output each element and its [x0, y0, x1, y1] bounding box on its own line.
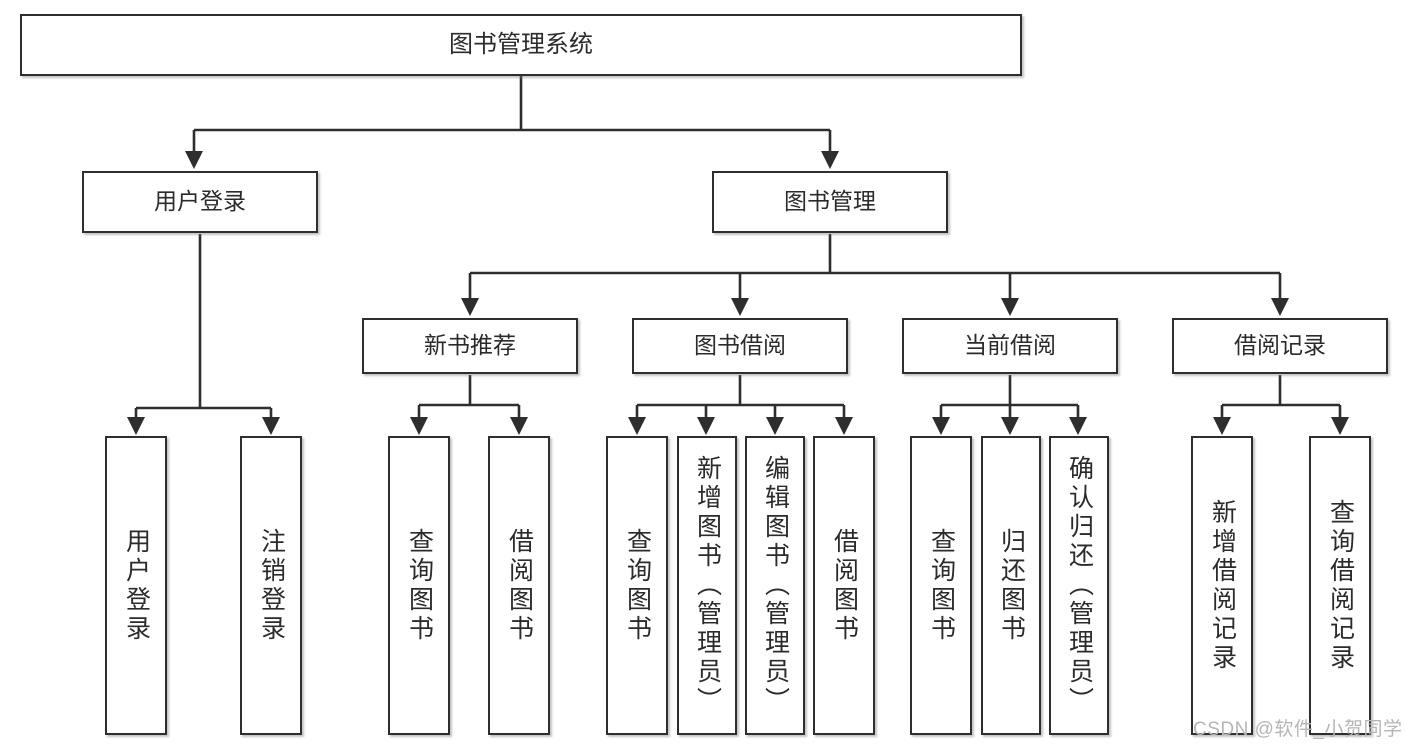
leaf-add-record-label: 新增借阅记录 — [1208, 498, 1237, 673]
leaf-confirm-return-label: 确认归还（管理员） — [1065, 455, 1094, 716]
watermark: CSDN @软件_小贺同学 — [1193, 719, 1403, 740]
node-new-book-recommend[interactable]: 新书推荐 — [362, 318, 578, 374]
leaf-borrow-book-2-label: 借阅图书 — [830, 527, 859, 644]
leaf-query-book-2[interactable]: 查询图书 — [606, 436, 668, 735]
node-new-book-recommend-label: 新书推荐 — [424, 332, 516, 359]
node-book-borrow[interactable]: 图书借阅 — [632, 318, 848, 374]
leaf-confirm-return[interactable]: 确认归还（管理员） — [1049, 436, 1109, 735]
node-current-borrow-label: 当前借阅 — [964, 332, 1056, 359]
leaf-edit-book[interactable]: 编辑图书（管理员） — [745, 436, 805, 735]
leaf-borrow-book-1[interactable]: 借阅图书 — [488, 436, 550, 735]
node-root-label: 图书管理系统 — [449, 30, 593, 58]
leaf-user-login-label: 用户登录 — [122, 527, 151, 644]
leaf-query-book-2-label: 查询图书 — [623, 527, 652, 644]
node-book-borrow-label: 图书借阅 — [694, 332, 786, 359]
node-book-management[interactable]: 图书管理 — [712, 171, 948, 233]
node-current-borrow[interactable]: 当前借阅 — [902, 318, 1118, 374]
leaf-query-book-3[interactable]: 查询图书 — [910, 436, 972, 735]
leaf-query-book-1-label: 查询图书 — [405, 527, 434, 644]
leaf-logout-login[interactable]: 注销登录 — [240, 436, 302, 735]
node-user-login-label: 用户登录 — [154, 188, 246, 215]
node-root[interactable]: 图书管理系统 — [20, 14, 1022, 76]
leaf-add-book-label: 新增图书（管理员） — [693, 455, 722, 716]
node-borrow-record[interactable]: 借阅记录 — [1172, 318, 1388, 374]
leaf-query-record-label: 查询借阅记录 — [1326, 498, 1355, 673]
leaf-edit-book-label: 编辑图书（管理员） — [761, 455, 790, 716]
leaf-query-record[interactable]: 查询借阅记录 — [1309, 436, 1371, 735]
node-user-login[interactable]: 用户登录 — [82, 171, 318, 233]
leaf-query-book-3-label: 查询图书 — [927, 527, 956, 644]
leaf-borrow-book-1-label: 借阅图书 — [505, 527, 534, 644]
node-borrow-record-label: 借阅记录 — [1234, 332, 1326, 359]
leaf-query-book-1[interactable]: 查询图书 — [388, 436, 450, 735]
node-book-management-label: 图书管理 — [784, 188, 876, 215]
leaf-logout-login-label: 注销登录 — [257, 527, 286, 644]
leaf-return-book-label: 归还图书 — [997, 527, 1026, 644]
leaf-return-book[interactable]: 归还图书 — [981, 436, 1041, 735]
leaf-add-record[interactable]: 新增借阅记录 — [1191, 436, 1253, 735]
leaf-borrow-book-2[interactable]: 借阅图书 — [813, 436, 875, 735]
leaf-add-book[interactable]: 新增图书（管理员） — [677, 436, 737, 735]
leaf-user-login[interactable]: 用户登录 — [105, 436, 167, 735]
